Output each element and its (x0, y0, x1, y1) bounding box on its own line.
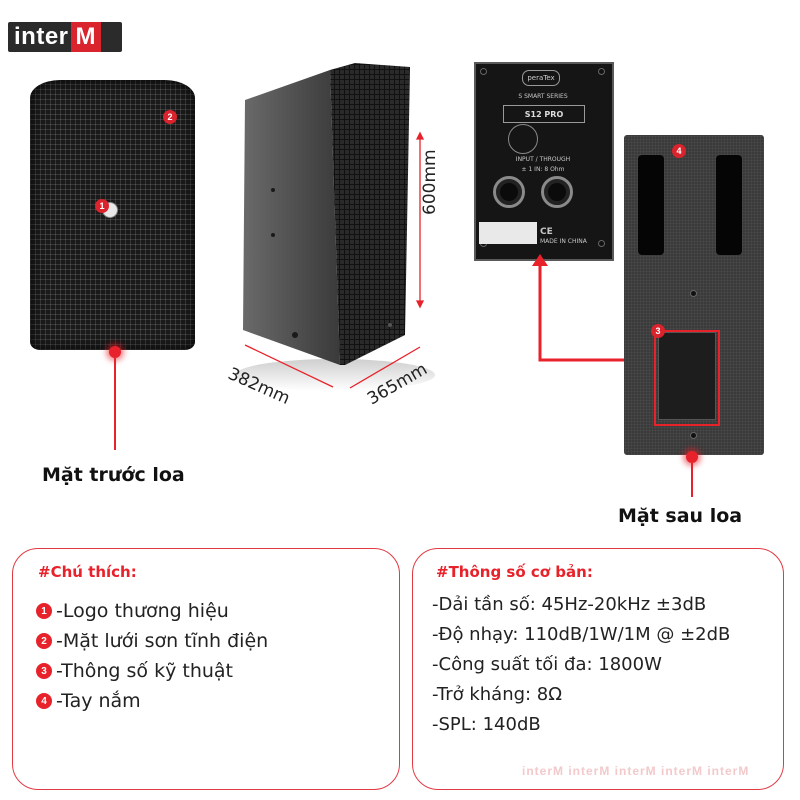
panel-screw (598, 240, 605, 247)
marker-1: 1 (95, 199, 109, 213)
spec-item: -Trở kháng: 8Ω (432, 684, 563, 705)
legend-item: 1 -Logo thương hiệu (36, 596, 268, 626)
rear-panel-model: S12 PRO (503, 105, 585, 123)
rear-panel-sticker (479, 222, 537, 244)
spec-item: -Công suất tối đa: 1800W (432, 654, 662, 675)
front-pointer-dot (109, 346, 121, 358)
legend-number: 2 (36, 633, 52, 649)
speakon-connector-icon (541, 176, 573, 208)
front-caption: Mặt trước loa (42, 464, 185, 486)
specs-list: -Dải tần số: 45Hz-20kHz ±3dB -Độ nhạy: 1… (432, 594, 730, 744)
dimension-height: 600mm (420, 149, 440, 215)
panel-screw (598, 68, 605, 75)
specs-title: #Thông số cơ bản: (436, 563, 593, 581)
back-pointer-dot (686, 451, 698, 463)
back-screw (690, 290, 697, 297)
legend-item: 2 -Mặt lưới sơn tĩnh điện (36, 626, 268, 656)
warning-symbol-icon (508, 124, 538, 154)
legend-item: 3 -Thông số kỹ thuật (36, 656, 268, 686)
brand-logo: inter M (8, 22, 122, 52)
legend-item: 4 -Tay nắm (36, 686, 268, 716)
specs-box (412, 548, 784, 790)
brand-logo-text: inter (14, 23, 69, 50)
back-pointer-line (691, 463, 693, 497)
panel-screw (480, 68, 487, 75)
marker-4: 4 (672, 144, 686, 158)
back-spec-panel (658, 332, 716, 420)
legend-number: 3 (36, 663, 52, 679)
rear-panel-brand: peraTex (522, 70, 560, 86)
handle-right (716, 155, 742, 255)
spec-item: -SPL: 140dB (432, 714, 541, 735)
connector-arrow (532, 254, 655, 362)
rear-panel-io-label: INPUT / THROUGH (515, 156, 571, 163)
back-screw (690, 432, 697, 439)
back-caption: Mặt sau loa (618, 505, 743, 527)
legend-text: -Thông số kỹ thuật (56, 660, 234, 682)
brand-logo-mark: M (70, 22, 101, 52)
marker-3: 3 (651, 324, 665, 338)
legend-text: -Tay nắm (56, 690, 141, 712)
rear-panel-ce: CE (540, 227, 553, 237)
rear-panel-made-in: MADE IN CHINA (540, 238, 587, 245)
watermark: interM interM interM interM interM (522, 764, 750, 778)
legend-number: 4 (36, 693, 52, 709)
angled-speaker-image (235, 63, 435, 391)
legend-list: 1 -Logo thương hiệu 2 -Mặt lưới sơn tĩnh… (36, 596, 268, 716)
spec-item: -Dải tần số: 45Hz-20kHz ±3dB (432, 594, 707, 615)
marker-2: 2 (163, 110, 177, 124)
legend-text: -Logo thương hiệu (56, 600, 229, 622)
back-spec-panel-highlight (654, 330, 720, 426)
legend-box (12, 548, 400, 790)
rear-panel-impedance: ± 1 IN: 8 Ohm (521, 166, 565, 173)
legend-number: 1 (36, 603, 52, 619)
legend-text: -Mặt lưới sơn tĩnh điện (56, 630, 269, 652)
spec-item: -Độ nhạy: 110dB/1W/1M @ ±2dB (432, 624, 731, 645)
rear-panel-series: S SMART SERIES (518, 93, 568, 100)
legend-title: #Chú thích: (38, 563, 137, 581)
speakon-connector-icon (493, 176, 525, 208)
front-pointer-line (114, 358, 116, 450)
handle-left (638, 155, 664, 255)
